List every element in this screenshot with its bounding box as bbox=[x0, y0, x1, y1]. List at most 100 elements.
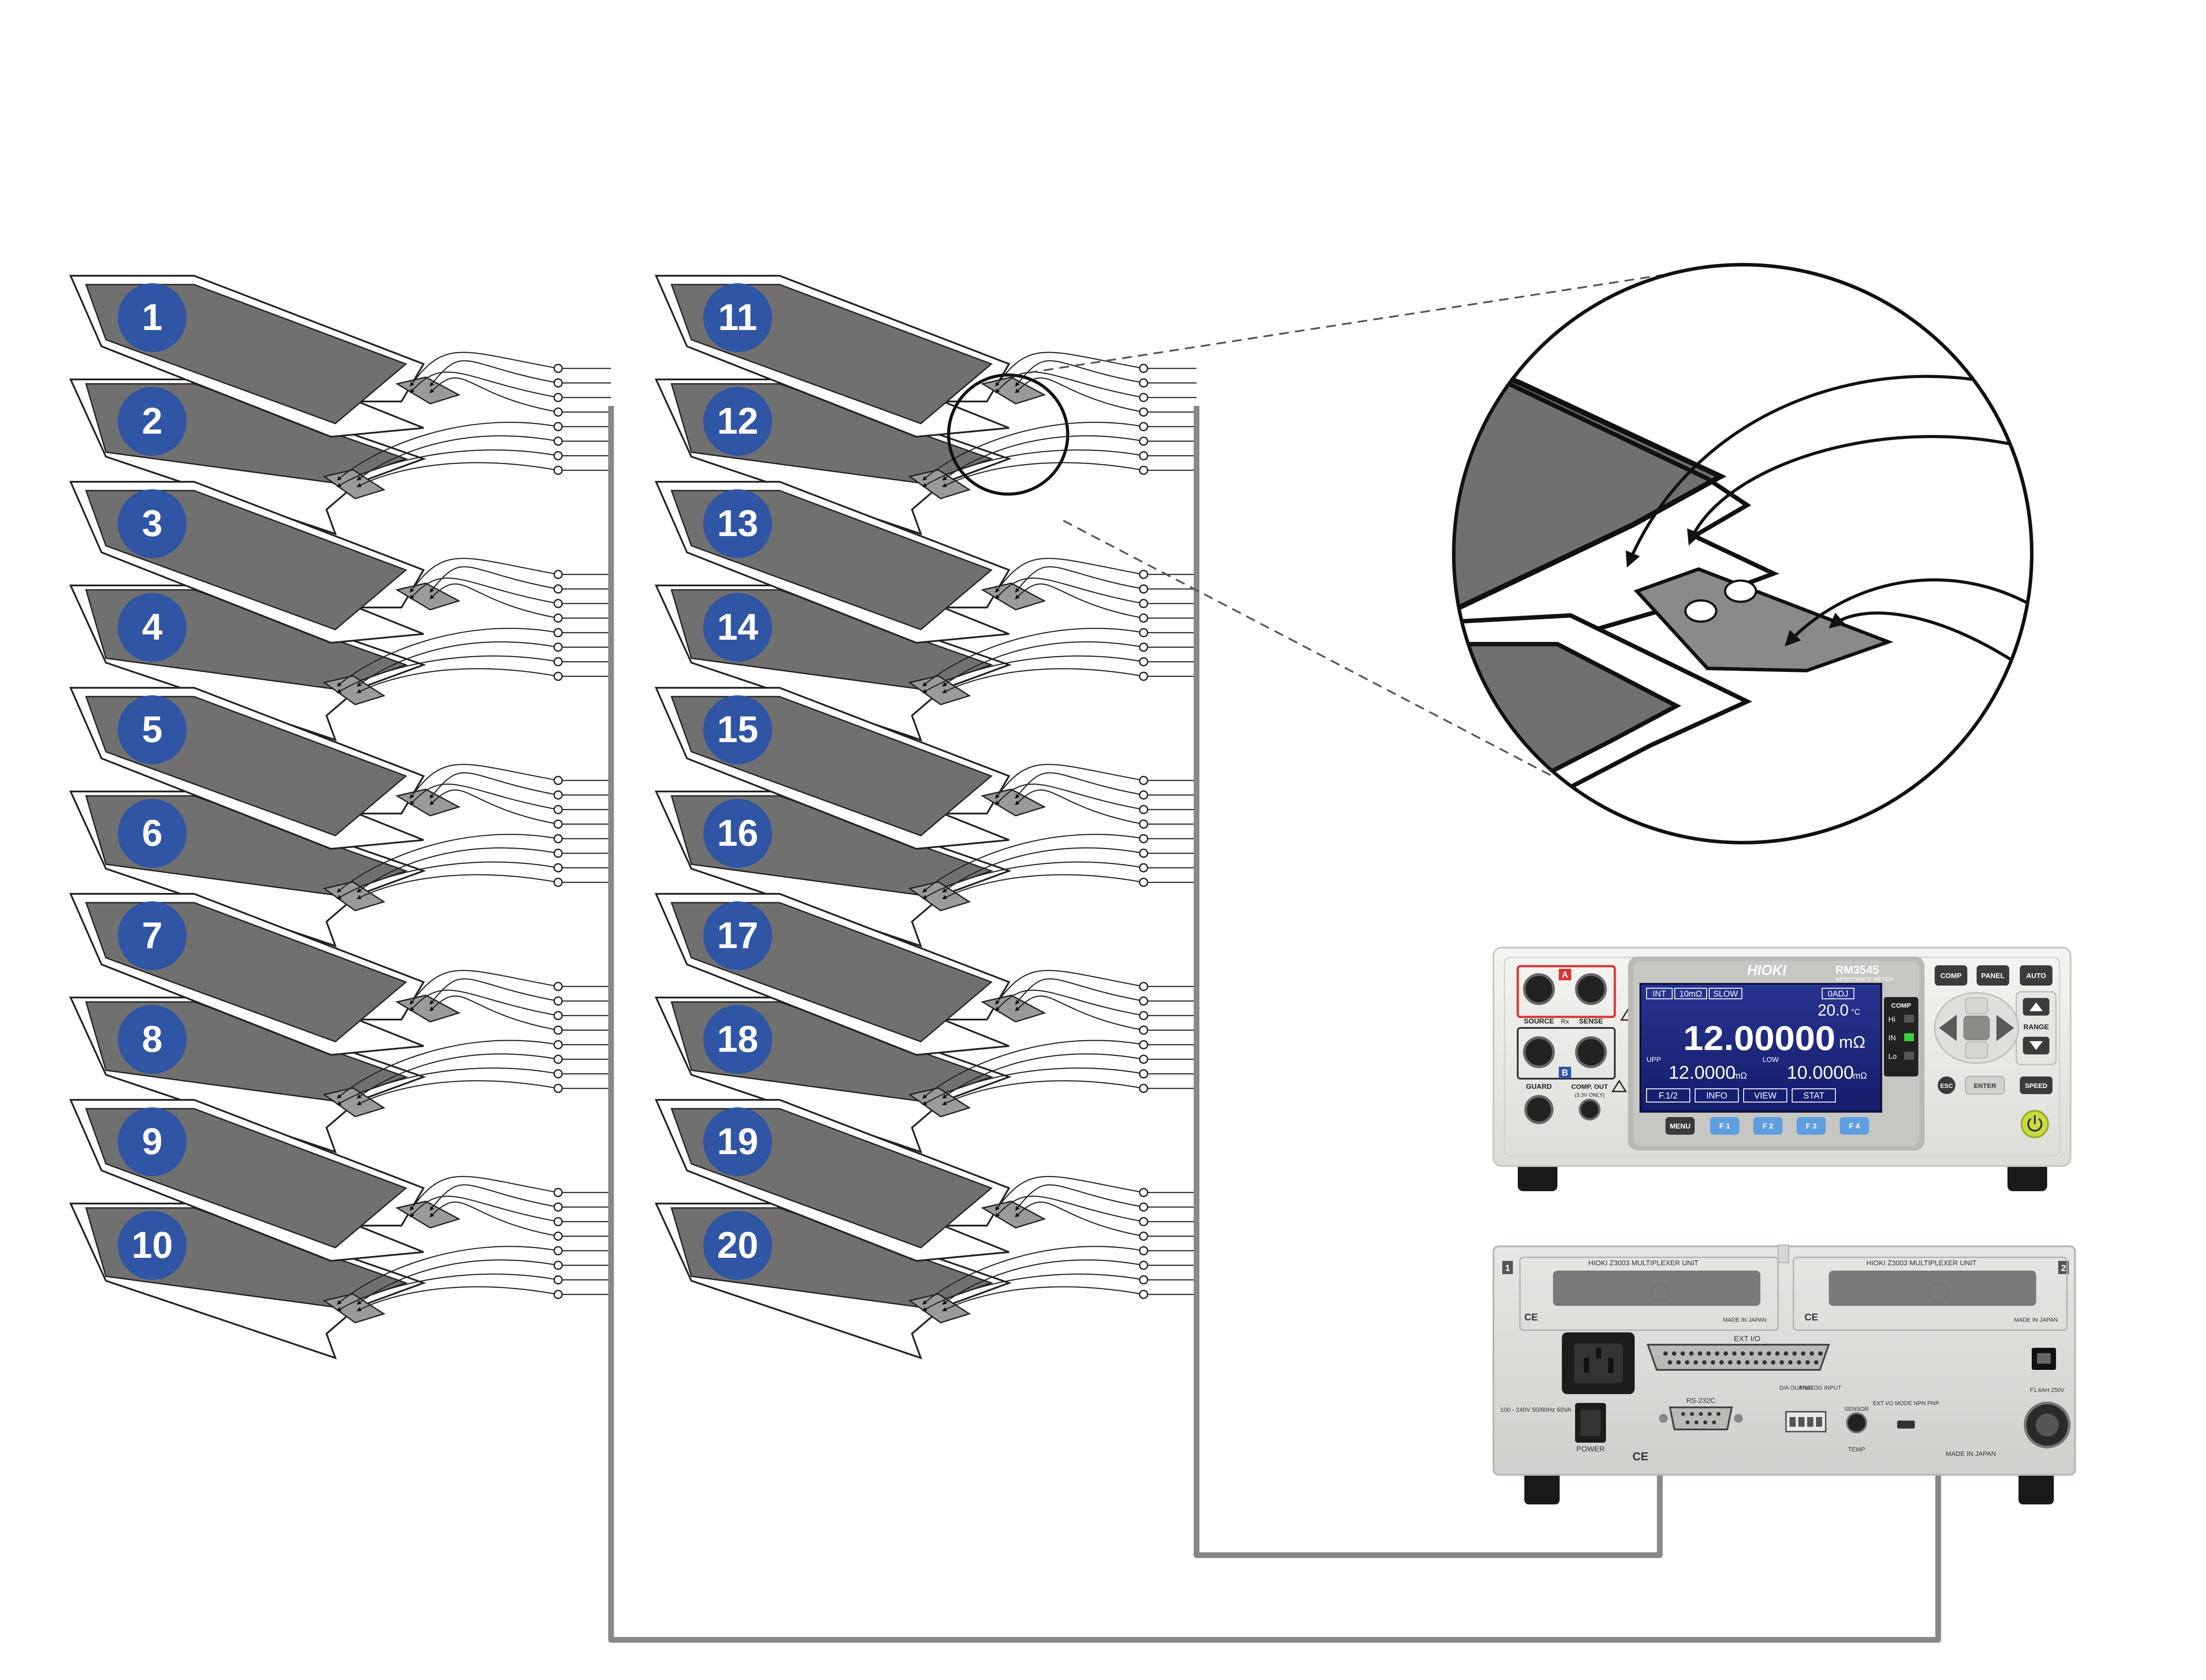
terminal-node bbox=[553, 776, 563, 785]
f2-button[interactable] bbox=[1753, 1117, 1782, 1135]
temp-sensor-jack[interactable] bbox=[1846, 1412, 1867, 1433]
probe-wire bbox=[1015, 377, 1144, 413]
probe-wire bbox=[922, 861, 1144, 900]
rs232c-pin bbox=[1694, 1420, 1699, 1425]
probe-wire bbox=[429, 789, 559, 825]
mux-connector-left[interactable] bbox=[1553, 1271, 1760, 1306]
probe-wire bbox=[409, 352, 559, 387]
probe-wires bbox=[922, 1176, 1197, 1312]
lcd-low-label: LOW bbox=[1763, 1056, 1779, 1064]
probe-wires bbox=[922, 352, 1197, 488]
mux-right-made-in-japan: MADE IN JAPAN bbox=[2014, 1316, 2058, 1323]
probe-wire bbox=[337, 1273, 559, 1312]
source-b-terminal[interactable] bbox=[1523, 1036, 1555, 1068]
sheet-number: 20 bbox=[717, 1224, 758, 1266]
probe-wire bbox=[922, 655, 1144, 694]
esc-button[interactable] bbox=[1938, 1076, 1955, 1094]
comp-button[interactable] bbox=[1935, 965, 1967, 986]
sense-a-terminal[interactable] bbox=[1575, 973, 1607, 1005]
lcd-tag-3: SLOW bbox=[1713, 990, 1738, 999]
lcd-upp-label: UPP bbox=[1647, 1056, 1661, 1064]
auto-button[interactable] bbox=[2020, 965, 2052, 986]
ext-io-pin bbox=[1668, 1360, 1672, 1365]
cursor-down-button[interactable] bbox=[1965, 1042, 1988, 1058]
model-subtitle: RESISTANCE METER bbox=[1835, 976, 1893, 982]
terminal-node bbox=[553, 628, 563, 638]
f1-button[interactable] bbox=[1710, 1117, 1739, 1135]
f3-button[interactable] bbox=[1797, 1117, 1826, 1135]
probe-wire bbox=[409, 1196, 559, 1222]
terminal-node bbox=[553, 1202, 563, 1212]
terminal-node bbox=[553, 599, 563, 608]
center-cursor-button[interactable] bbox=[1963, 1016, 1990, 1040]
probe-wire bbox=[942, 462, 1144, 488]
mux-cable-entry-right bbox=[1928, 1282, 1949, 1303]
lcd-low-unit: mΩ bbox=[1853, 1071, 1867, 1081]
source-a-terminal[interactable] bbox=[1523, 973, 1555, 1005]
cursor-left-button[interactable] bbox=[1939, 1015, 1957, 1041]
terminal-node bbox=[1139, 613, 1148, 623]
sheet-number-badge: 2 bbox=[118, 387, 187, 456]
ext-io-connector[interactable] bbox=[1647, 1344, 1830, 1371]
rear-ce-mark: CE bbox=[1632, 1450, 1648, 1463]
lcd-main-unit: mΩ bbox=[1839, 1033, 1865, 1052]
probe-wire bbox=[356, 1286, 559, 1312]
terminal-node bbox=[553, 1217, 563, 1226]
probe-wire bbox=[1015, 1184, 1144, 1211]
probe-wire bbox=[337, 655, 559, 694]
probe-wires bbox=[922, 970, 1197, 1106]
badge-circle bbox=[703, 1107, 772, 1176]
probe-wire bbox=[429, 1201, 559, 1237]
ext-io-pin bbox=[1792, 1351, 1797, 1356]
rs232c-pin bbox=[1690, 1412, 1694, 1416]
sheet-number-badge: 19 bbox=[703, 1107, 772, 1176]
terminal-node bbox=[553, 996, 563, 1006]
enter-button[interactable] bbox=[1965, 1076, 2005, 1095]
sheet-number-badge: 16 bbox=[703, 799, 772, 868]
f4-button[interactable] bbox=[1840, 1117, 1869, 1135]
cursor-right-button[interactable] bbox=[1996, 1015, 2014, 1041]
speed-button[interactable] bbox=[2020, 1076, 2052, 1094]
rs232c-connector[interactable] bbox=[1669, 1406, 1733, 1430]
probe-wire bbox=[1015, 1201, 1144, 1237]
probe-wire bbox=[356, 435, 559, 481]
slot1-label: 1 bbox=[1505, 1264, 1510, 1273]
probe-wire bbox=[356, 1053, 559, 1099]
probe-wire bbox=[429, 995, 559, 1031]
sense-b-terminal[interactable] bbox=[1575, 1036, 1607, 1068]
comp-out-jack[interactable] bbox=[1579, 1099, 1601, 1121]
probe-wire bbox=[995, 1196, 1144, 1222]
sheet-number-badge: 5 bbox=[118, 695, 187, 764]
range-label: RANGE bbox=[2023, 1024, 2049, 1031]
ext-io-pin bbox=[1762, 1360, 1767, 1365]
badge-circle bbox=[703, 1211, 772, 1280]
sheet-number-badge: 11 bbox=[703, 283, 772, 352]
terminal-node bbox=[1139, 878, 1148, 887]
menu-button[interactable] bbox=[1666, 1117, 1695, 1135]
terminal-node bbox=[553, 1084, 563, 1093]
lcd-soft-box-2 bbox=[1695, 1088, 1739, 1102]
panel-button[interactable] bbox=[1977, 965, 2009, 986]
zoom-detail-circle bbox=[1452, 263, 2033, 844]
probe-wire bbox=[1015, 789, 1144, 825]
guard-terminal[interactable] bbox=[1524, 1095, 1553, 1124]
fuse-holder-cap bbox=[2036, 1414, 2059, 1436]
sheet-number: 8 bbox=[142, 1018, 163, 1060]
sheet-number: 2 bbox=[142, 400, 163, 442]
terminal-node bbox=[1139, 1246, 1148, 1256]
probe-wire bbox=[942, 847, 1144, 893]
cursor-up-button[interactable] bbox=[1965, 998, 1988, 1014]
sense-label: SENSE bbox=[1579, 1018, 1603, 1025]
probe-wire bbox=[922, 1067, 1144, 1106]
rs232c-label: RS-232C bbox=[1686, 1397, 1715, 1405]
terminal-node bbox=[1139, 1054, 1148, 1064]
terminal-block: A B SOURCE SENSE Rx GUARD COMP. OUT (3.3… bbox=[1516, 965, 1636, 1124]
terminal-node bbox=[1139, 1069, 1148, 1079]
panel-button-label: PANEL bbox=[1981, 972, 2004, 980]
ext-io-pin bbox=[1681, 1351, 1685, 1356]
ext-io-mode-switch[interactable] bbox=[1897, 1421, 1915, 1429]
sheet-number-badge: 9 bbox=[118, 1107, 187, 1176]
ext-io-pin bbox=[1809, 1351, 1814, 1356]
probe-wire bbox=[337, 449, 559, 488]
